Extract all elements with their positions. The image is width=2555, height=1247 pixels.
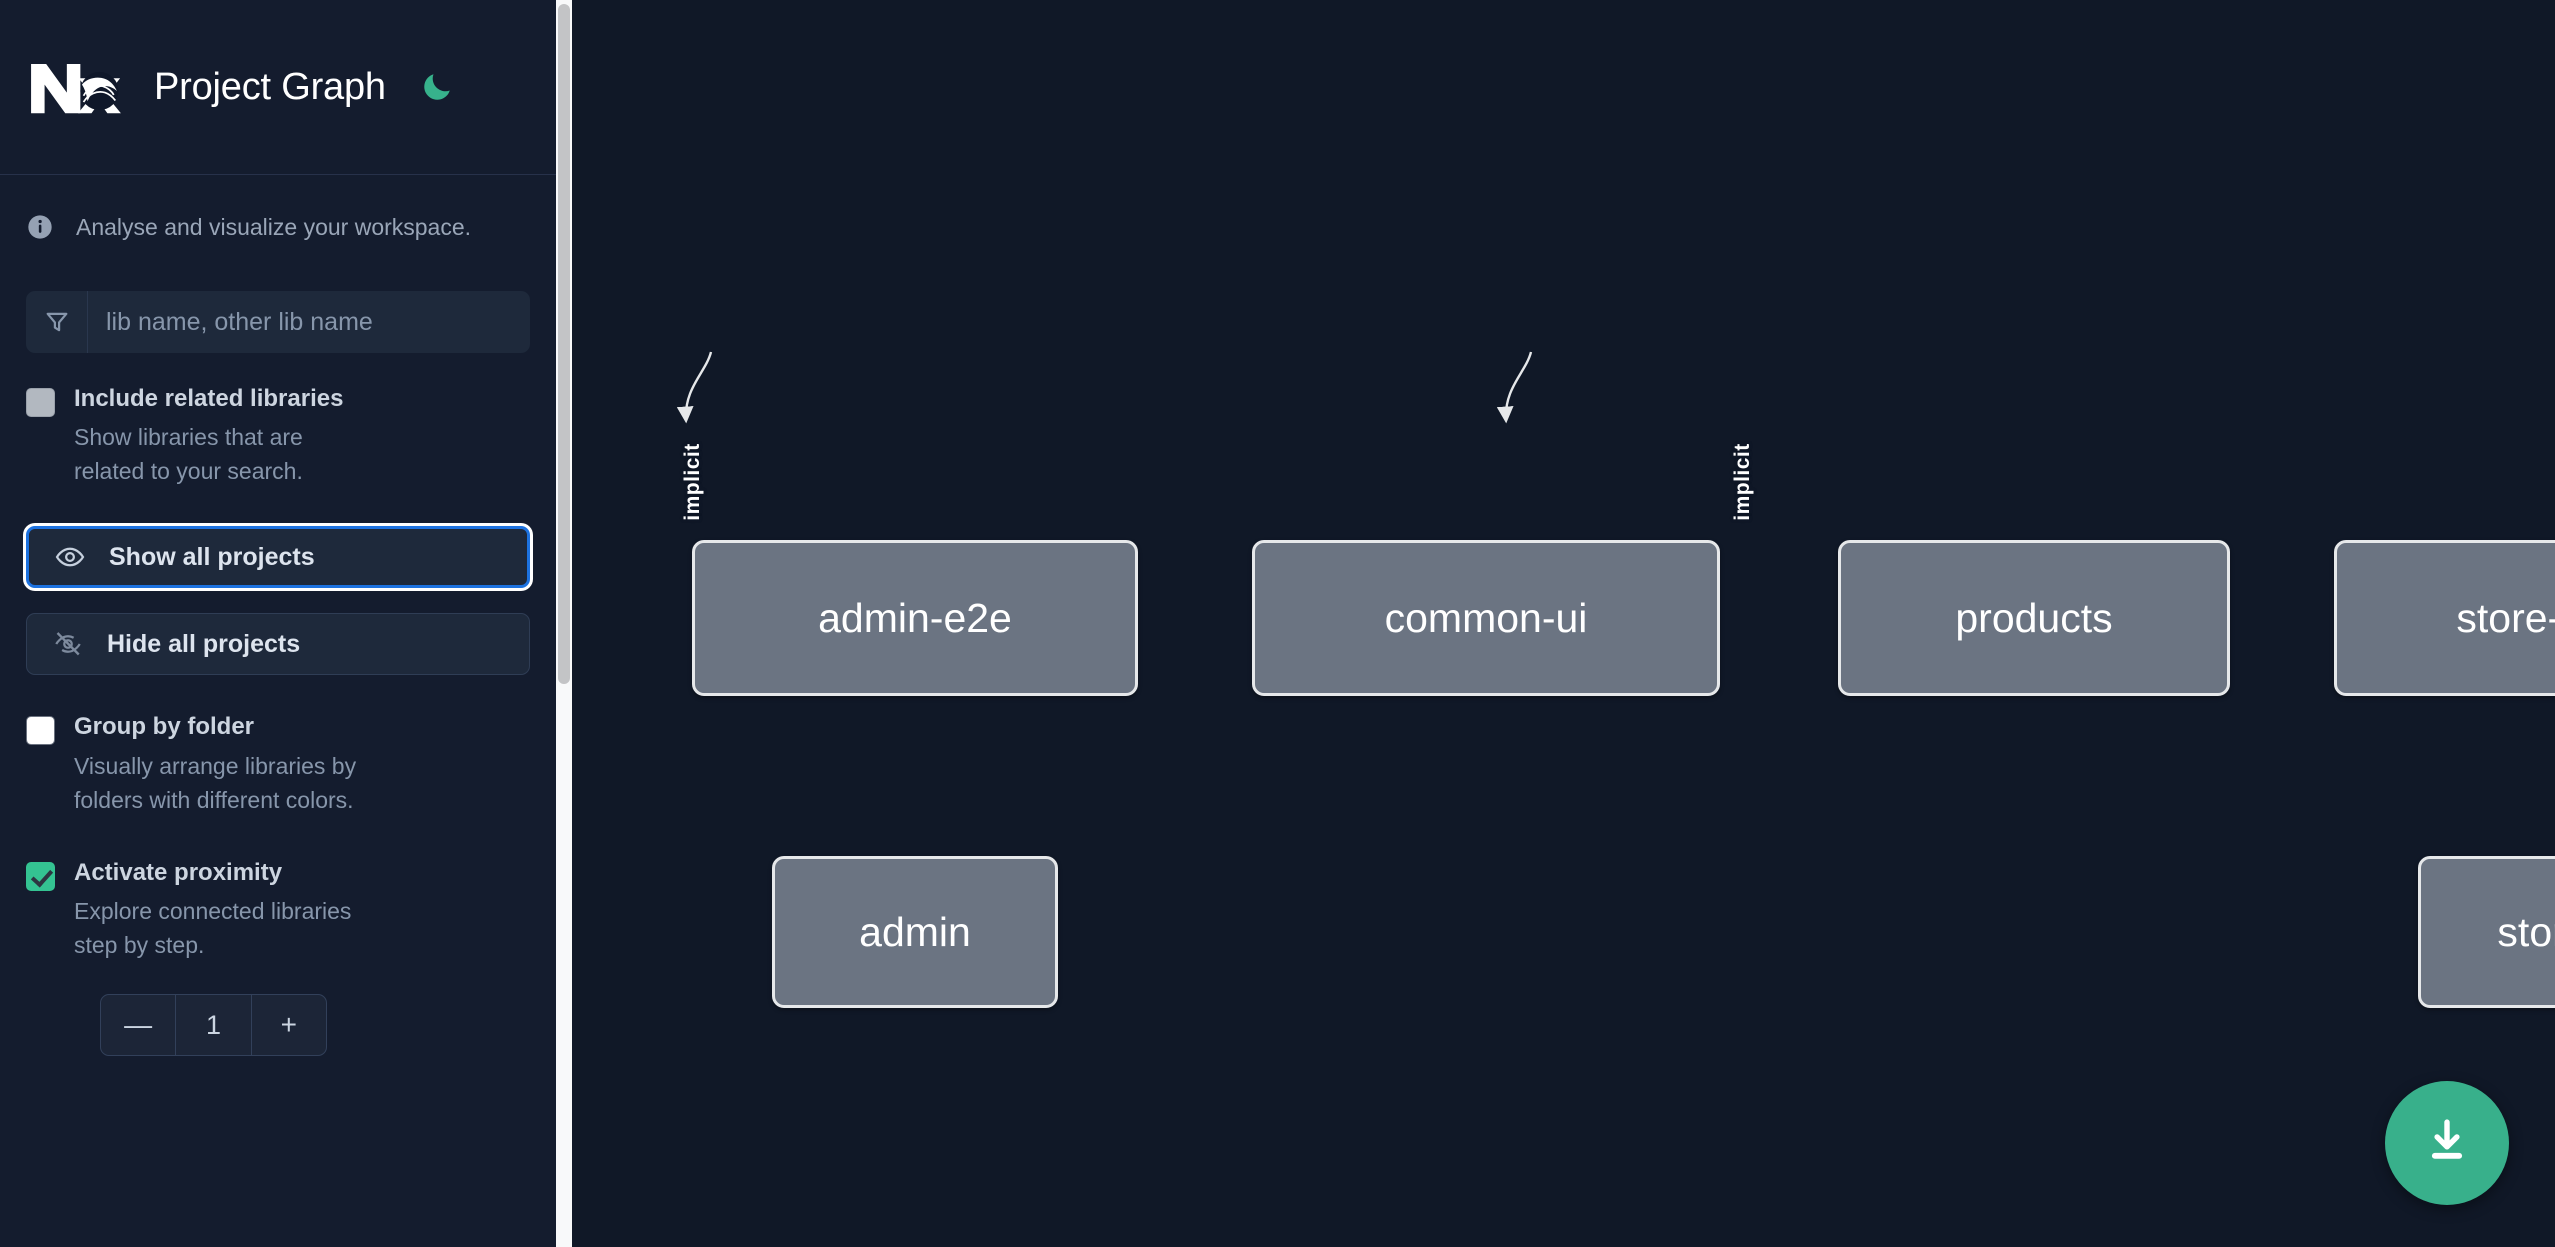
graph-node-store[interactable]: store xyxy=(2418,856,2555,1008)
group-by-folder-checkbox[interactable] xyxy=(26,716,55,746)
stepper-divider-right xyxy=(250,995,252,1056)
graph-node-admin[interactable]: admin xyxy=(772,856,1058,1008)
info-icon xyxy=(26,213,54,241)
option-group-by-folder[interactable]: Group by folder Visually arrange librari… xyxy=(26,711,530,816)
sidebar-scrollbar-thumb[interactable] xyxy=(558,4,570,684)
proximity-value: 1 xyxy=(205,1009,221,1040)
activate-proximity-label: Activate proximity xyxy=(74,858,283,886)
moon-icon[interactable] xyxy=(416,66,458,108)
include-related-libraries-label: Include related libraries xyxy=(74,385,344,412)
search-input[interactable] xyxy=(88,291,530,353)
hide-all-projects-button[interactable]: Hide all projects xyxy=(26,613,530,676)
proximity-increment-button[interactable]: + xyxy=(280,1009,297,1041)
option-include-related-libraries[interactable]: Include related libraries Show libraries… xyxy=(26,383,530,488)
button-spacer xyxy=(26,588,530,613)
project-graph-canvas[interactable]: implicit implicit admin-e2e common-ui pr… xyxy=(556,0,2555,1247)
eye-icon xyxy=(55,542,85,572)
workspace-description: Analyse and visualize your workspace. xyxy=(0,175,556,279)
graph-node-products[interactable]: products xyxy=(1838,540,2230,696)
group-by-folder-description: Visually arrange libraries by folders wi… xyxy=(74,752,357,813)
page-title: Project Graph xyxy=(154,65,386,108)
hide-all-projects-label: Hide all projects xyxy=(107,629,301,658)
search-box[interactable] xyxy=(26,291,530,353)
graph-node-common-ui[interactable]: common-ui xyxy=(1252,540,1720,696)
download-graph-button[interactable] xyxy=(2385,1081,2509,1205)
eye-off-icon xyxy=(53,629,83,659)
edge-admin-e2e-admin xyxy=(676,351,713,424)
graph-node-admin-e2e[interactable]: admin-e2e xyxy=(692,540,1138,696)
sidebar-scrollbar[interactable] xyxy=(556,0,572,1247)
activate-proximity-checkbox[interactable] xyxy=(26,861,55,891)
filter-icon xyxy=(26,291,88,353)
graph-node-store-e2e[interactable]: store-e2e xyxy=(2334,540,2555,696)
sidebar-header: Project Graph xyxy=(0,0,556,175)
edge-store-e2e-store xyxy=(1496,351,1533,424)
stepper-divider-left xyxy=(175,995,177,1056)
show-all-projects-button[interactable]: Show all projects xyxy=(26,526,530,589)
group-by-folder-label: Group by folder xyxy=(74,713,254,741)
proximity-decrement-button[interactable]: — xyxy=(124,1009,153,1041)
activate-proximity-description: Explore connected libraries step by step… xyxy=(74,898,352,959)
option-activate-proximity[interactable]: Activate proximity Explore connected lib… xyxy=(26,857,530,962)
include-related-libraries-description: Show libraries that are related to your … xyxy=(74,424,303,485)
sidebar: Project Graph Analyse and visualize your… xyxy=(0,0,556,1247)
workspace-description-text: Analyse and visualize your workspace. xyxy=(76,213,472,240)
edge-label-store-implicit: implicit xyxy=(1730,443,1754,521)
edge-label-admin-implicit: implicit xyxy=(680,443,704,521)
sidebar-body: Include related libraries Show libraries… xyxy=(0,291,556,1057)
download-icon xyxy=(2420,1114,2474,1173)
proximity-stepper: — 1 + xyxy=(100,994,327,1057)
include-related-libraries-checkbox xyxy=(26,388,55,417)
show-all-projects-label: Show all projects xyxy=(109,542,315,571)
nx-logo-icon xyxy=(26,56,122,118)
